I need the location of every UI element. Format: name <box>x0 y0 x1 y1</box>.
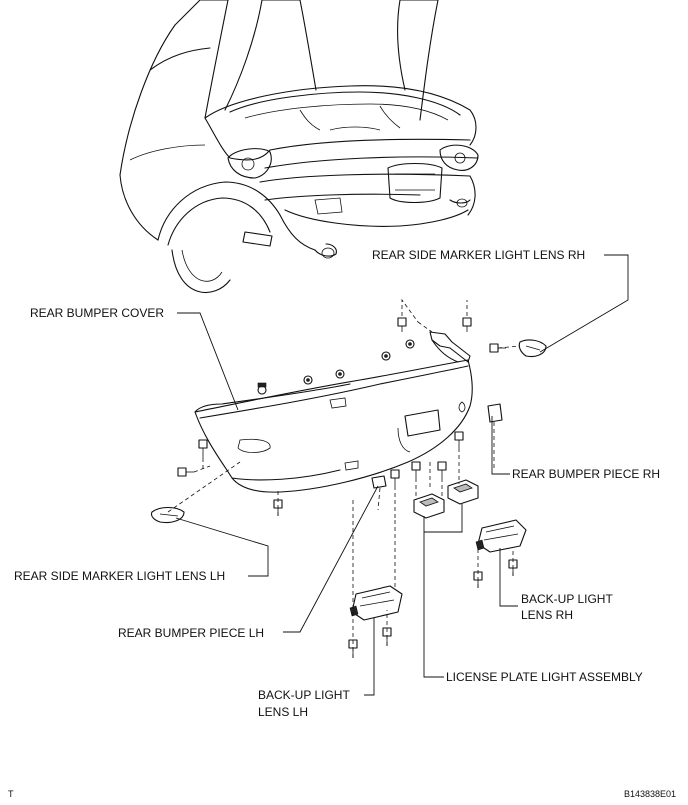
back-up-light-lh-part <box>349 585 403 621</box>
clip-2 <box>303 375 313 385</box>
bolt-bottom-3 <box>437 461 447 478</box>
bolt-left-1 <box>198 439 208 458</box>
alignment-lines <box>167 298 521 658</box>
bolt-top-2 <box>462 317 472 332</box>
rh-side-marker-lens-part <box>518 339 547 358</box>
bolt-left-2 <box>177 467 194 477</box>
license-plate-light-parts <box>413 479 479 519</box>
clip-3 <box>335 369 345 379</box>
fasteners <box>177 317 518 658</box>
figure-code: B143838E01 <box>624 789 676 799</box>
clip-5 <box>405 339 415 349</box>
vehicle-rear-illustration <box>119 0 479 293</box>
lh-side-marker-lens-part <box>150 506 185 524</box>
label-rear-side-marker-light-lens-lh: REAR SIDE MARKER LIGHT LENS LH <box>14 569 225 583</box>
label-back-up-light-lens-rh-line2: LENS RH <box>521 608 573 622</box>
label-rear-side-marker-light-lens-rh: REAR SIDE MARKER LIGHT LENS RH <box>372 248 585 262</box>
rh-bumper-piece-part <box>487 403 503 423</box>
back-up-light-rh-part <box>475 519 527 553</box>
label-back-up-light-lens-lh-line2: LENS LH <box>258 705 308 719</box>
label-back-up-light-lens-lh-line1: BACK-UP LIGHT <box>258 688 350 702</box>
bolt-bu-rh-2 <box>508 559 518 576</box>
bolt-bottom-4 <box>454 431 464 448</box>
bolt-bottom-2 <box>411 461 421 478</box>
label-back-up-light-lens-rh-line1: BACK-UP LIGHT <box>521 592 613 606</box>
bolt-top-1 <box>397 317 407 332</box>
label-rear-bumper-cover: REAR BUMPER COVER <box>30 306 164 320</box>
leader-lines <box>175 254 629 696</box>
footer-left-mark: T <box>8 789 14 799</box>
clip-1 <box>257 382 267 395</box>
bolt-bottom-1 <box>390 469 400 486</box>
label-license-plate-light-assembly: LICENSE PLATE LIGHT ASSEMBLY <box>446 670 643 684</box>
label-rear-bumper-piece-lh: REAR BUMPER PIECE LH <box>118 626 264 640</box>
clip-4 <box>381 351 391 361</box>
rear-bumper-cover-drawing <box>194 331 473 493</box>
lh-bumper-piece-part <box>371 475 387 489</box>
label-rear-bumper-piece-rh: REAR BUMPER PIECE RH <box>512 467 660 481</box>
